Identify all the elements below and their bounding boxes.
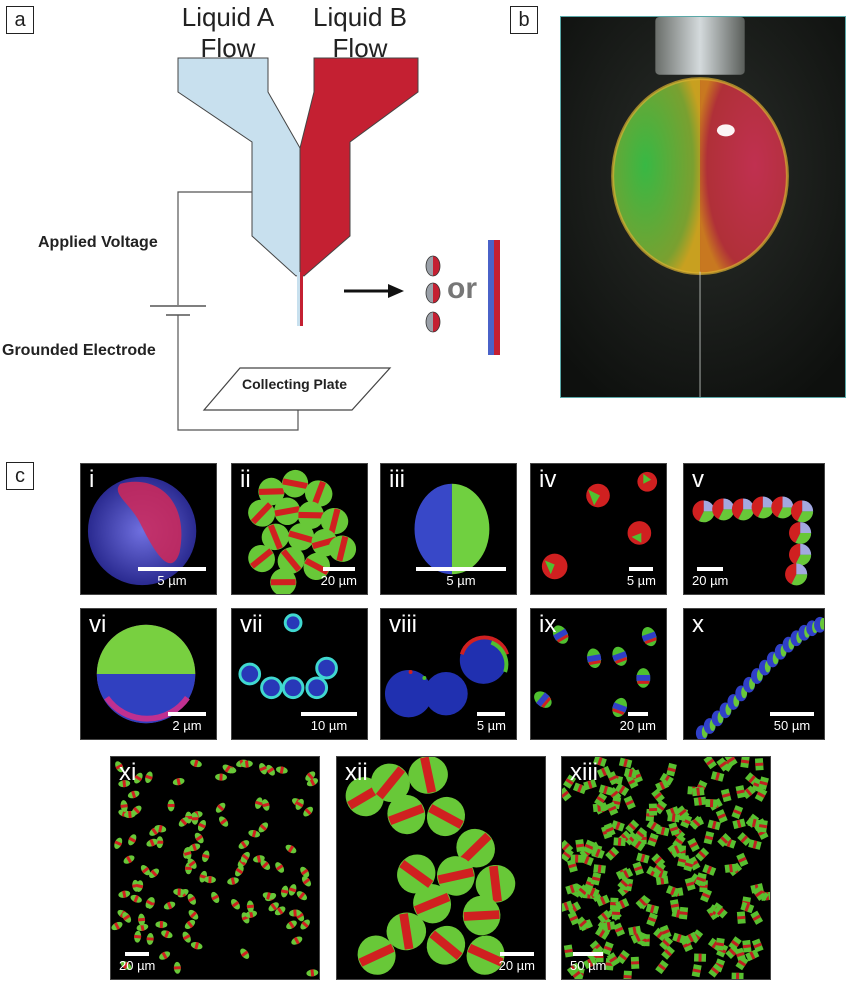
janus-particle-1 [425,255,441,277]
voltage-wire [177,191,252,305]
micrograph-label: xiii [570,759,598,786]
scale-bar: 50 µm [570,952,606,973]
scale-bar: 20 µm [620,712,656,733]
scale-bar: 5 µm [477,712,506,733]
liquid-b-channel [299,57,419,277]
needle-tip [655,17,745,75]
liquid-b-flow-label: Liquid B Flow [313,2,407,63]
micrograph-iv: iv 5 µm [530,463,667,595]
micrograph-label: ii [240,466,251,493]
scale-bar: 20 µm [321,567,357,588]
janus-particle-3 [425,311,441,333]
micrograph-label: x [692,611,704,638]
collecting-plate-label: Collecting Plate [242,376,348,392]
electrospray-schematic [150,57,500,431]
janus-particle-2 [425,282,441,304]
micrograph-vi: vi 2 µm [80,608,217,740]
scale-bar: 50 µm [770,712,814,733]
micrograph-label: iii [389,466,405,493]
micrograph-xi: xi 20 µm [110,756,320,980]
micrograph-x: x 50 µm [683,608,825,740]
applied-voltage-label: Applied Voltage [38,234,158,251]
micrograph-xii: xii 20 µm [336,756,546,980]
micrograph-label: viii [389,611,417,638]
micrograph-viii: viii 5 µm [380,608,517,740]
micrograph-label: i [89,466,95,493]
micrograph-ix: ix 20 µm [530,608,667,740]
scale-bar: 10 µm [301,712,357,733]
scale-bar: 20 µm [499,952,535,973]
jet-stream [297,272,300,326]
micrograph-i: i 5 µm [80,463,217,595]
ground-wire [177,315,299,431]
scale-bar: 2 µm [168,712,206,733]
grounded-electrode-label: Grounded Electrode [2,342,156,359]
panel-c-tag: c [6,462,34,490]
jet-stream-red [300,272,303,326]
liquid-a-channel [177,57,301,277]
janus-fiber-red [494,240,500,355]
micrograph-label: xii [345,759,368,786]
micrograph-v: v 20 µm [683,463,825,595]
micrograph-xiii: xiii 50 µm [561,756,771,980]
micrograph-label: v [692,466,704,493]
scale-bar: 5 µm [138,567,206,588]
arrow-head [388,284,404,298]
micrograph-label: iv [539,466,557,493]
scale-bar: 5 µm [627,567,656,588]
panel-b-tag: b [510,6,538,34]
scale-bar: 20 µm [692,567,728,588]
panel-a-tag: a [6,6,34,34]
micrograph-label: xi [119,759,137,786]
collecting-plate [202,367,392,411]
scale-bar: 20 µm [119,952,155,973]
janus-fiber-blue [488,240,494,355]
micrograph-vii: vii 10 µm [231,608,368,740]
scale-bar: 5 µm [416,567,506,588]
micrograph-label: ix [539,611,557,638]
micrograph-iii: iii 5 µm [380,463,517,595]
micrograph-label: vi [89,611,107,638]
micrograph-ii: ii 20 µm [231,463,368,595]
or-label: or [447,272,477,305]
micrograph-label: vii [240,611,263,638]
taylor-cone-photo [560,16,846,398]
